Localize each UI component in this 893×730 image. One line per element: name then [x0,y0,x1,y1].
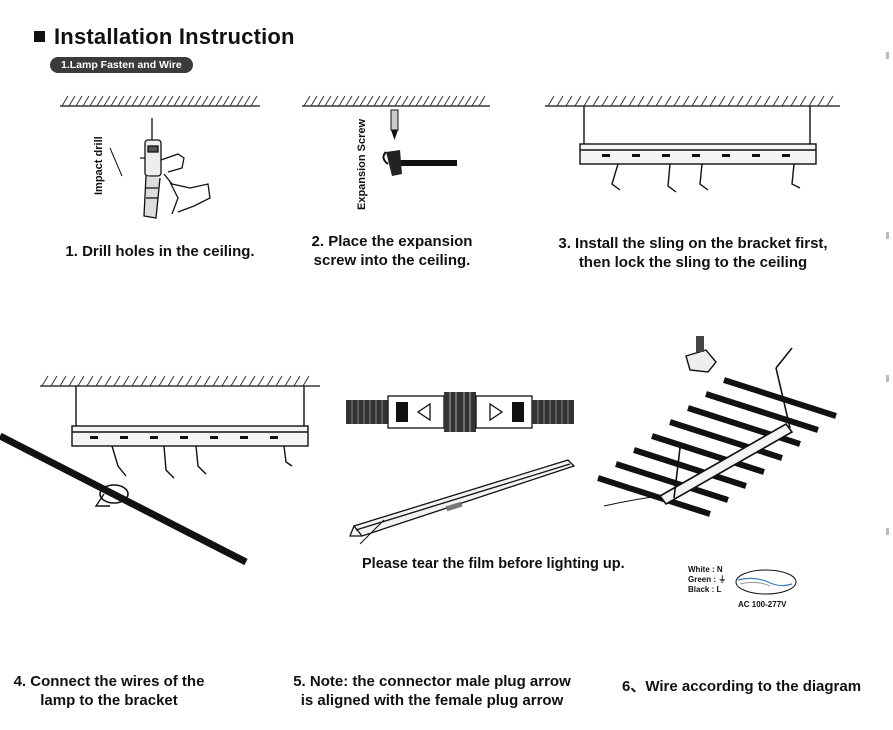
knob-icon [685,336,717,373]
connector-coupler-icon [444,392,476,432]
step4-caption: 4. Connect the wires of the lamp to the … [13,673,205,709]
lamp-bar-icon [0,432,248,566]
step5-connector-illustration [346,392,576,545]
pointer-line [359,519,385,545]
impact-drill-icon [140,118,211,219]
section-badge: 1.Lamp Fasten and Wire [50,57,193,73]
light-bars-icon [597,377,837,517]
step6-caption: 6、Wire according to the diagram [622,678,862,695]
bracket-icon [579,106,817,193]
ceiling-hatch [60,95,260,107]
title-bullet-icon [34,30,45,42]
step2-caption: 2. Place the expansion screw into the ce… [311,233,473,269]
hammer-icon [382,150,457,176]
bracket-icon [603,347,794,507]
film-note: Please tear the film before lighting up. [362,556,625,572]
edge-tick [886,528,889,535]
expansion-screw-icon [390,109,399,140]
step3-caption: 3. Install the sling on the bracket firs… [558,235,828,271]
step3-bracket-illustration [545,95,840,193]
step5-caption: 5. Note: the connector male plug arrow i… [293,673,571,709]
step2-screw-illustration [302,95,490,176]
step6-fixture-illustration [597,336,837,517]
light-bar-film-icon [349,459,576,537]
bracket-icon [71,386,309,479]
wire-plug-icon [735,569,797,595]
voltage-label: AC 100-277V [738,600,787,609]
page-title: Installation Instruction [34,24,295,50]
step1-drill-illustration [60,95,260,219]
wire-white-row: White : N [688,565,723,574]
wire-green-row: Green : ⏚ [688,575,727,584]
connector-male-plug-icon [346,395,445,429]
wiring-legend: White : N Green : ⏚ Black : L [688,565,726,595]
wire-black-row: Black : L [688,585,722,594]
step4-connect-illustration [0,375,320,566]
pointer-line [109,147,123,177]
edge-tick [886,375,889,382]
edge-tick [886,232,889,239]
edge-tick [886,52,889,59]
expansion-screw-label: Expansion Screw [356,118,368,210]
connector-female-plug-icon [475,395,574,429]
impact-drill-label: Impact drill [93,136,105,195]
step1-caption: 1. Drill holes in the ceiling. [65,243,255,260]
